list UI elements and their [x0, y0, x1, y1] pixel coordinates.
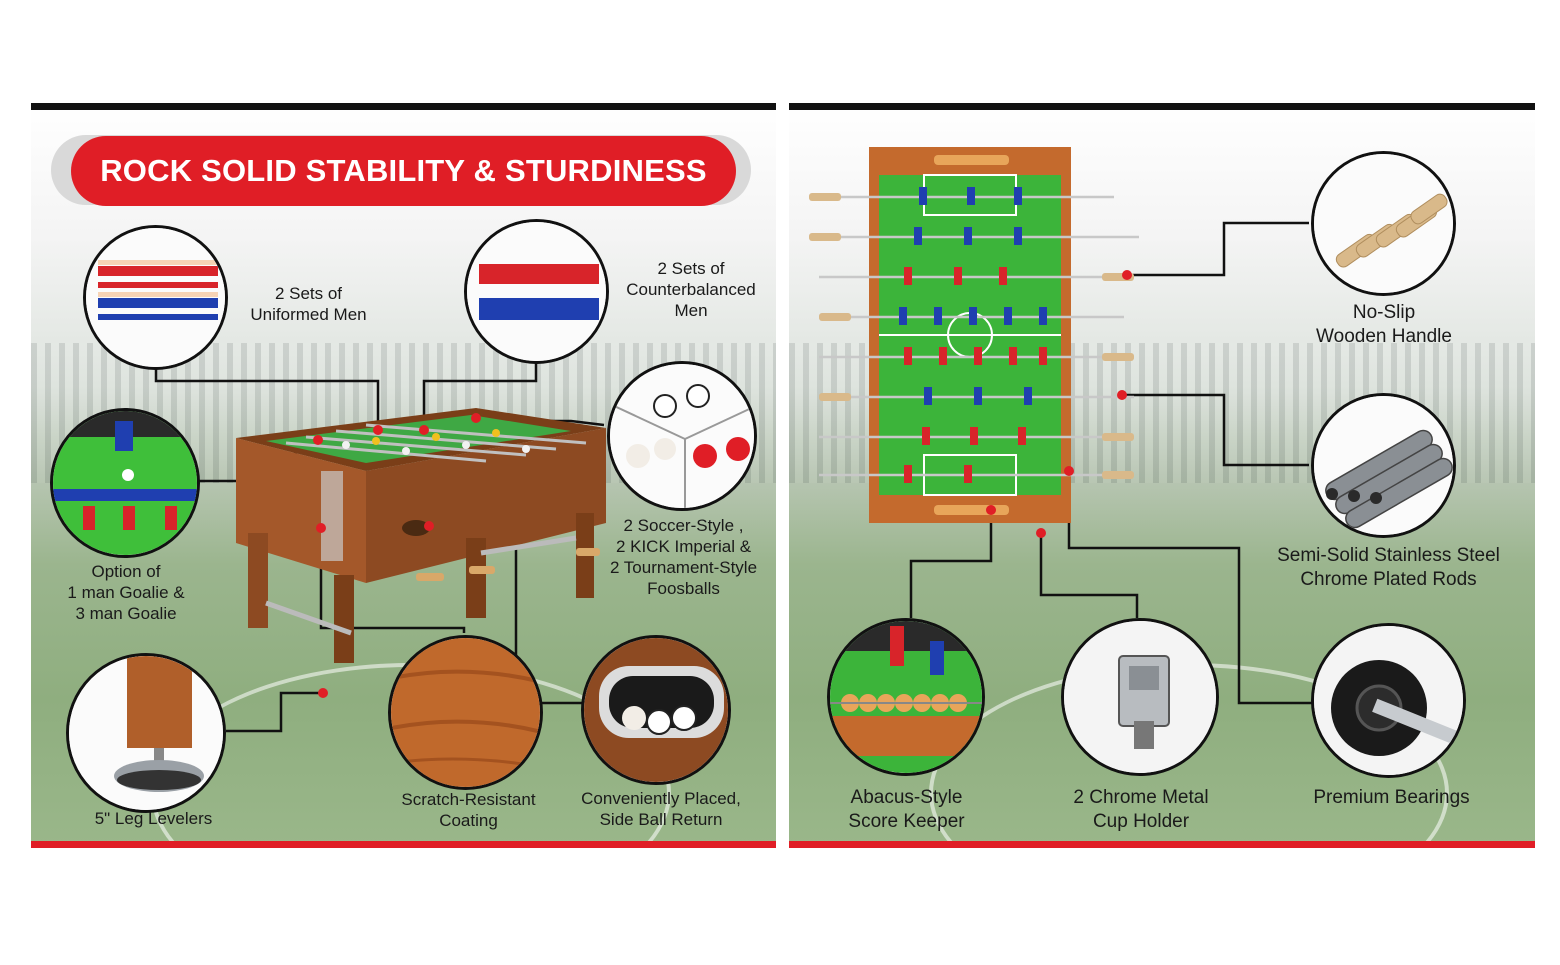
hotspot-dot [471, 413, 481, 423]
headline-banner: ROCK SOLID STABILITY & STURDINESS [71, 136, 736, 206]
panel-bottom-bar [31, 841, 776, 848]
uniformed-men-caption: 2 Sets of Uniformed Men [250, 284, 367, 324]
ball-return-thumbnail [581, 635, 731, 785]
chrome-rods-thumbnail [1311, 393, 1456, 538]
left-feature-panel: ROCK SOLID STABILITY & STURDINESS [31, 103, 776, 848]
cup-holder-icon [1064, 621, 1216, 773]
hotspot-dot [1117, 390, 1127, 400]
leg-leveler-icon [69, 656, 223, 810]
score-keeper-caption: Abacus-Style Score Keeper [848, 787, 965, 832]
table-top-view-illustration [809, 147, 1139, 523]
foosballs-icon [610, 364, 754, 508]
ball-return-icon [584, 638, 728, 782]
scratch-resistant-thumbnail [388, 635, 543, 790]
leg-levelers-caption: 5" Leg Levelers [94, 809, 213, 828]
goalie-thumbnail [50, 408, 200, 558]
bearing-icon [1314, 626, 1463, 775]
wooden-handle-caption: No-Slip Wooden Handle [1316, 302, 1452, 347]
counterbalanced-men-thumbnail [464, 219, 609, 364]
cup-holder-thumbnail [1061, 618, 1219, 776]
goalie-caption: Option of 1 man Goalie & 3 man Goalie [67, 562, 185, 623]
score-keeper-thumbnail [827, 618, 985, 776]
wood-grain-icon [391, 638, 540, 787]
panel-top-bar [31, 103, 776, 110]
hotspot-dot [318, 688, 328, 698]
wooden-handle-icon [1314, 154, 1453, 293]
cup-holder-caption: 2 Chrome Metal Cup Holder [1073, 787, 1209, 832]
headline-text: ROCK SOLID STABILITY & STURDINESS [100, 153, 707, 188]
bearings-thumbnail [1311, 623, 1466, 778]
panel-top-bar [789, 103, 1535, 110]
foosball-table-illustration [236, 408, 606, 663]
counterbalanced-men-caption: 2 Sets of Counterbalanced Men [626, 259, 756, 320]
hotspot-dot [986, 505, 996, 515]
counterbalanced-men-icon [467, 222, 606, 361]
right-feature-panel: No-Slip Wooden Handle Semi-Solid Stainle… [789, 103, 1535, 848]
hotspot-dot [419, 425, 429, 435]
hotspot-dot [1122, 270, 1132, 280]
foosballs-thumbnail [607, 361, 757, 511]
hotspot-dot [316, 523, 326, 533]
uniformed-men-thumbnail [83, 225, 228, 370]
leg-leveler-thumbnail [66, 653, 226, 813]
chrome-rods-icon [1314, 396, 1453, 535]
hotspot-dot [1036, 528, 1046, 538]
chrome-rods-caption: Semi-Solid Stainless Steel Chrome Plated… [1277, 545, 1500, 590]
wooden-handle-thumbnail [1311, 151, 1456, 296]
hotspot-dot [424, 521, 434, 531]
abacus-score-icon [830, 621, 982, 773]
hotspot-dot [373, 425, 383, 435]
scratch-resistant-caption: Scratch-Resistant Coating [401, 790, 536, 830]
hotspot-dot [313, 435, 323, 445]
foosballs-caption: 2 Soccer-Style , 2 KICK Imperial & 2 Tou… [609, 516, 758, 598]
hotspot-dot [1064, 466, 1074, 476]
bearings-caption: Premium Bearings [1313, 787, 1470, 808]
goalie-figure-icon [53, 411, 197, 555]
uniformed-men-icon [86, 228, 225, 367]
panel-bottom-bar [789, 841, 1535, 848]
ball-return-caption: Conveniently Placed, Side Ball Return [581, 789, 741, 829]
